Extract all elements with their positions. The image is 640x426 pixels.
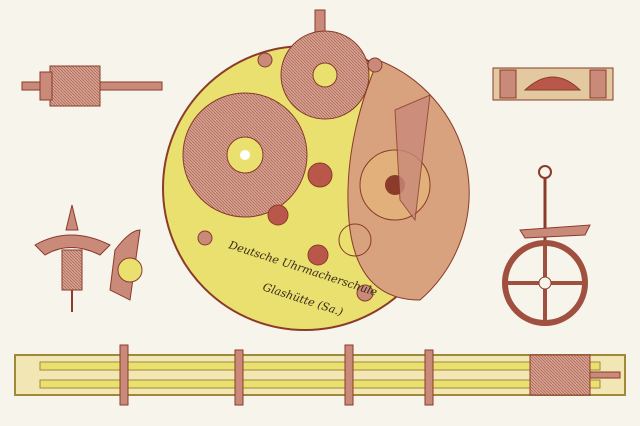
bridge-detail bbox=[492, 67, 614, 101]
cross-section-detail bbox=[14, 344, 626, 406]
main-movement: Deutsche Uhrmacherschule Glashütte (Sa.) bbox=[162, 9, 470, 331]
balance-wheel-detail bbox=[502, 165, 591, 326]
pinion-detail bbox=[21, 65, 163, 107]
winding-detail bbox=[34, 204, 143, 312]
